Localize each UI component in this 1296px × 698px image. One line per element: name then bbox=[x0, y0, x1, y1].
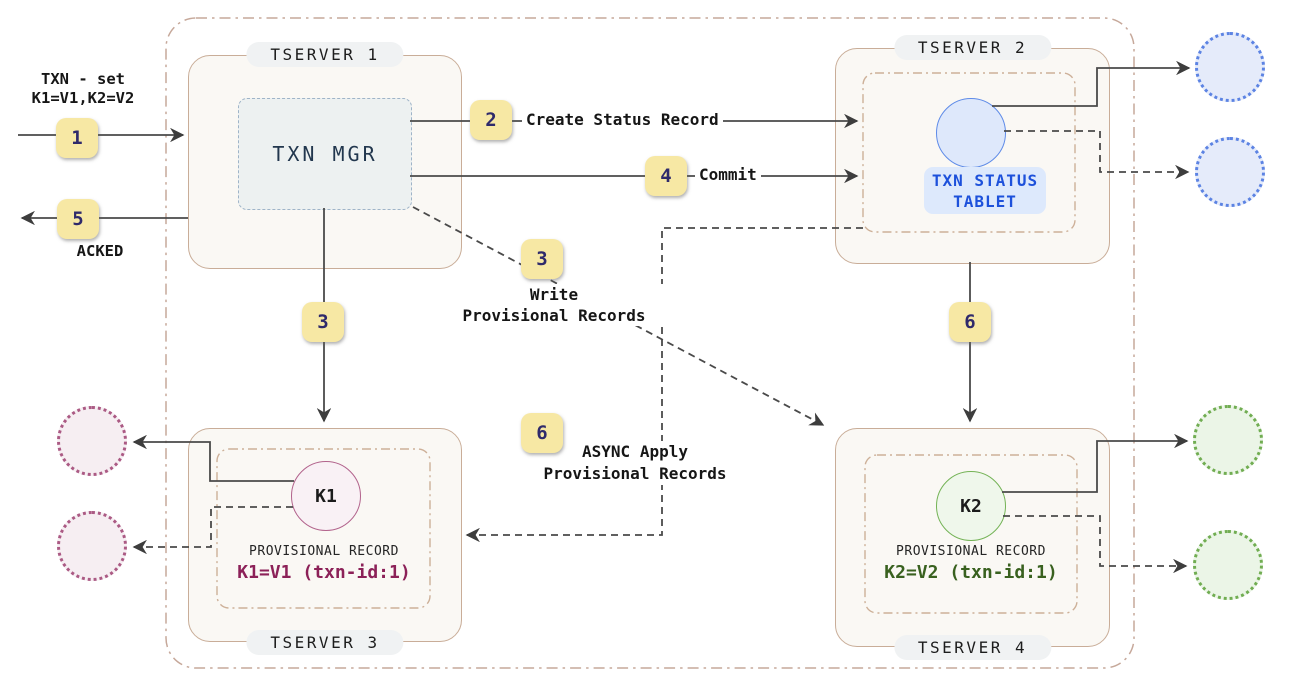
client-request-line1: TXN - set bbox=[41, 70, 125, 88]
label-async-line2: Provisional Records bbox=[543, 464, 727, 483]
step-badge-5: 5 bbox=[57, 199, 99, 239]
tserver2-title: TSERVER 2 bbox=[893, 35, 1052, 60]
step-badge-3-dashed: 3 bbox=[521, 239, 563, 279]
k2-provisional-record: PROVISIONAL RECORD K2=V2 (txn-id:1) bbox=[871, 544, 1071, 583]
pink-replica-1 bbox=[57, 406, 127, 476]
step-badge-4: 4 bbox=[645, 156, 687, 196]
k2-tablet-circle: K2 bbox=[936, 471, 1006, 541]
k2-record-value: K2=V2 (txn-id:1) bbox=[884, 562, 1058, 583]
step-badge-3-solid: 3 bbox=[302, 302, 344, 342]
blue-replica-2 bbox=[1195, 137, 1265, 207]
tserver3-title: TSERVER 3 bbox=[246, 630, 404, 655]
pink-replica-2 bbox=[57, 511, 127, 581]
step-badge-1: 1 bbox=[56, 118, 98, 158]
k1-record-label: PROVISIONAL RECORD bbox=[249, 544, 399, 559]
label-create-status-record: Create Status Record bbox=[522, 110, 723, 129]
tablet-label-line2: TABLET bbox=[953, 192, 1017, 211]
step-badge-2: 2 bbox=[470, 100, 512, 140]
label-write-provisional-records: Write Provisional Records bbox=[430, 284, 678, 326]
blue-replica-1 bbox=[1195, 32, 1265, 102]
tserver4-title: TSERVER 4 bbox=[893, 635, 1052, 660]
txn-mgr-box: TXN MGR bbox=[238, 98, 412, 210]
label-write-line2: Provisional Records bbox=[462, 306, 646, 325]
label-commit: Commit bbox=[695, 165, 761, 184]
tablet-label-line1: TXN STATUS bbox=[931, 171, 1039, 190]
txn-status-tablet-label: TXN STATUS TABLET bbox=[924, 167, 1046, 214]
k1-provisional-record: PROVISIONAL RECORD K1=V1 (txn-id:1) bbox=[224, 544, 424, 583]
client-request-text: TXN - set K1=V1,K2=V2 bbox=[8, 70, 158, 108]
green-replica-1 bbox=[1193, 405, 1263, 475]
k1-tablet-circle: K1 bbox=[291, 461, 361, 531]
acked-label: ACKED bbox=[76, 242, 124, 260]
label-write-line1: Write bbox=[529, 285, 579, 304]
k2-record-label: PROVISIONAL RECORD bbox=[896, 544, 1046, 559]
step-badge-6-vertical: 6 bbox=[949, 302, 991, 342]
client-request-line2: K1=V1,K2=V2 bbox=[31, 89, 135, 107]
green-replica-2 bbox=[1193, 530, 1263, 600]
status-tablet-circle bbox=[936, 98, 1006, 168]
k1-record-value: K1=V1 (txn-id:1) bbox=[237, 562, 411, 583]
tserver1-title: TSERVER 1 bbox=[246, 42, 404, 67]
step-badge-6-async: 6 bbox=[521, 413, 563, 453]
